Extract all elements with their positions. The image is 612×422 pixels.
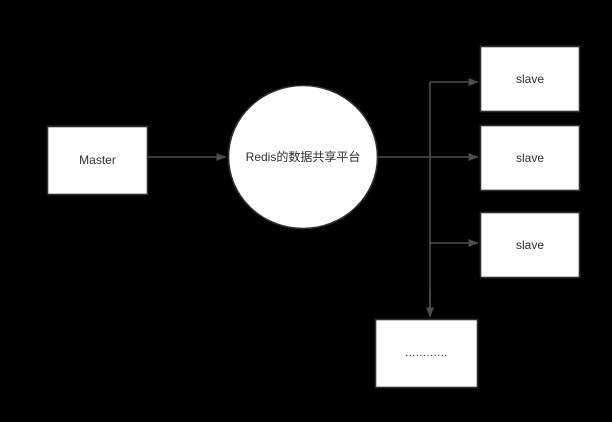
node-slave-3[interactable] <box>479 211 581 279</box>
connector-group <box>148 78 479 318</box>
node-master[interactable] <box>46 125 149 196</box>
node-slave-1[interactable] <box>479 45 581 113</box>
node-more[interactable] <box>374 318 479 389</box>
node-slave-2[interactable] <box>479 124 581 192</box>
node-shape-group <box>46 45 581 389</box>
node-redis-platform[interactable] <box>227 84 379 230</box>
